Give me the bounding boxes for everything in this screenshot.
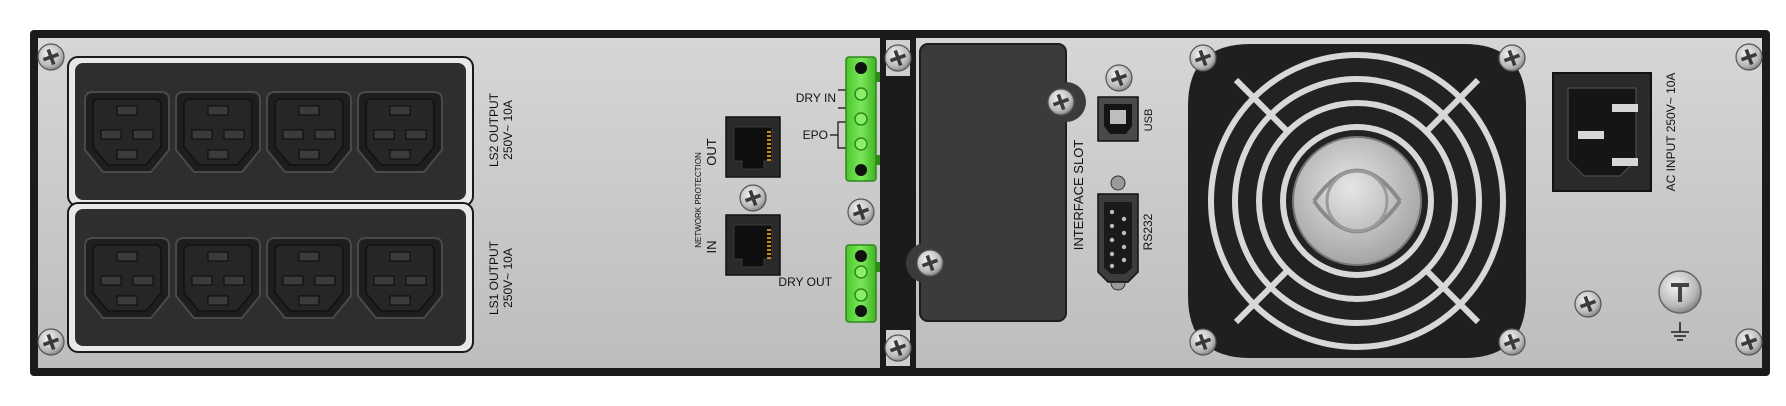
screw-icon <box>847 198 875 226</box>
network-in-port[interactable] <box>725 214 781 276</box>
screw-icon <box>37 43 65 71</box>
ls1-output-label: LS1 OUTPUT <box>487 240 501 315</box>
center-bracket <box>880 30 916 376</box>
network-out-port[interactable] <box>725 116 781 178</box>
interface-slot-cover[interactable] <box>906 43 1086 322</box>
screw-icon <box>1047 88 1075 116</box>
iec-outlet[interactable] <box>84 237 170 319</box>
iec-outlet[interactable] <box>357 237 443 319</box>
earth-ground-icon <box>1671 322 1689 341</box>
ls1-output-rating: 250V~ 10A <box>501 248 515 308</box>
ls2-output-rating: 250V~ 10A <box>501 100 515 160</box>
rs232-label: RS232 <box>1141 213 1155 250</box>
epo-label: EPO <box>803 128 828 142</box>
rs232-port[interactable] <box>1097 175 1139 291</box>
ls1-output-group <box>67 202 474 353</box>
dry-in-label: DRY IN <box>796 91 836 105</box>
iec-outlet[interactable] <box>175 91 261 173</box>
usb-port[interactable] <box>1097 96 1139 142</box>
ac-input-socket[interactable] <box>1552 72 1652 192</box>
cooling-fan <box>1188 44 1526 358</box>
screw-icon <box>916 249 944 277</box>
screw-icon <box>1574 290 1602 318</box>
screw-icon <box>1189 44 1217 72</box>
iec-outlet[interactable] <box>266 91 352 173</box>
screw-icon <box>1735 328 1763 356</box>
screw-icon <box>1105 64 1133 92</box>
screw-icon <box>37 328 65 356</box>
interface-slot-label: INTERFACE SLOT <box>1071 140 1086 251</box>
iec-outlet[interactable] <box>266 237 352 319</box>
screw-icon <box>1498 44 1526 72</box>
dry-out-label: DRY OUT <box>778 275 832 289</box>
dry-out-terminal[interactable] <box>845 244 881 323</box>
network-out-label: OUT <box>704 138 719 166</box>
iec-outlet[interactable] <box>357 91 443 173</box>
screw-icon <box>739 184 767 212</box>
network-in-label: IN <box>704 241 719 254</box>
screw-icon <box>884 334 912 362</box>
screw-icon <box>1735 43 1763 71</box>
dry-in-epo-terminal[interactable] <box>845 56 881 182</box>
iec-outlet[interactable] <box>175 237 261 319</box>
ac-input-label: AC INPUT 250V~ 10A <box>1664 73 1678 192</box>
ls2-output-group <box>67 56 474 207</box>
screw-icon <box>884 44 912 72</box>
screw-icon <box>1189 328 1217 356</box>
ls2-output-label: LS2 OUTPUT <box>487 92 501 167</box>
screw-icon <box>1498 328 1526 356</box>
usb-label: USB <box>1143 109 1155 132</box>
ground-terminal[interactable] <box>1658 270 1702 314</box>
network-protection-label: NETWORK PROTECTION <box>694 152 703 248</box>
iec-outlet[interactable] <box>84 91 170 173</box>
